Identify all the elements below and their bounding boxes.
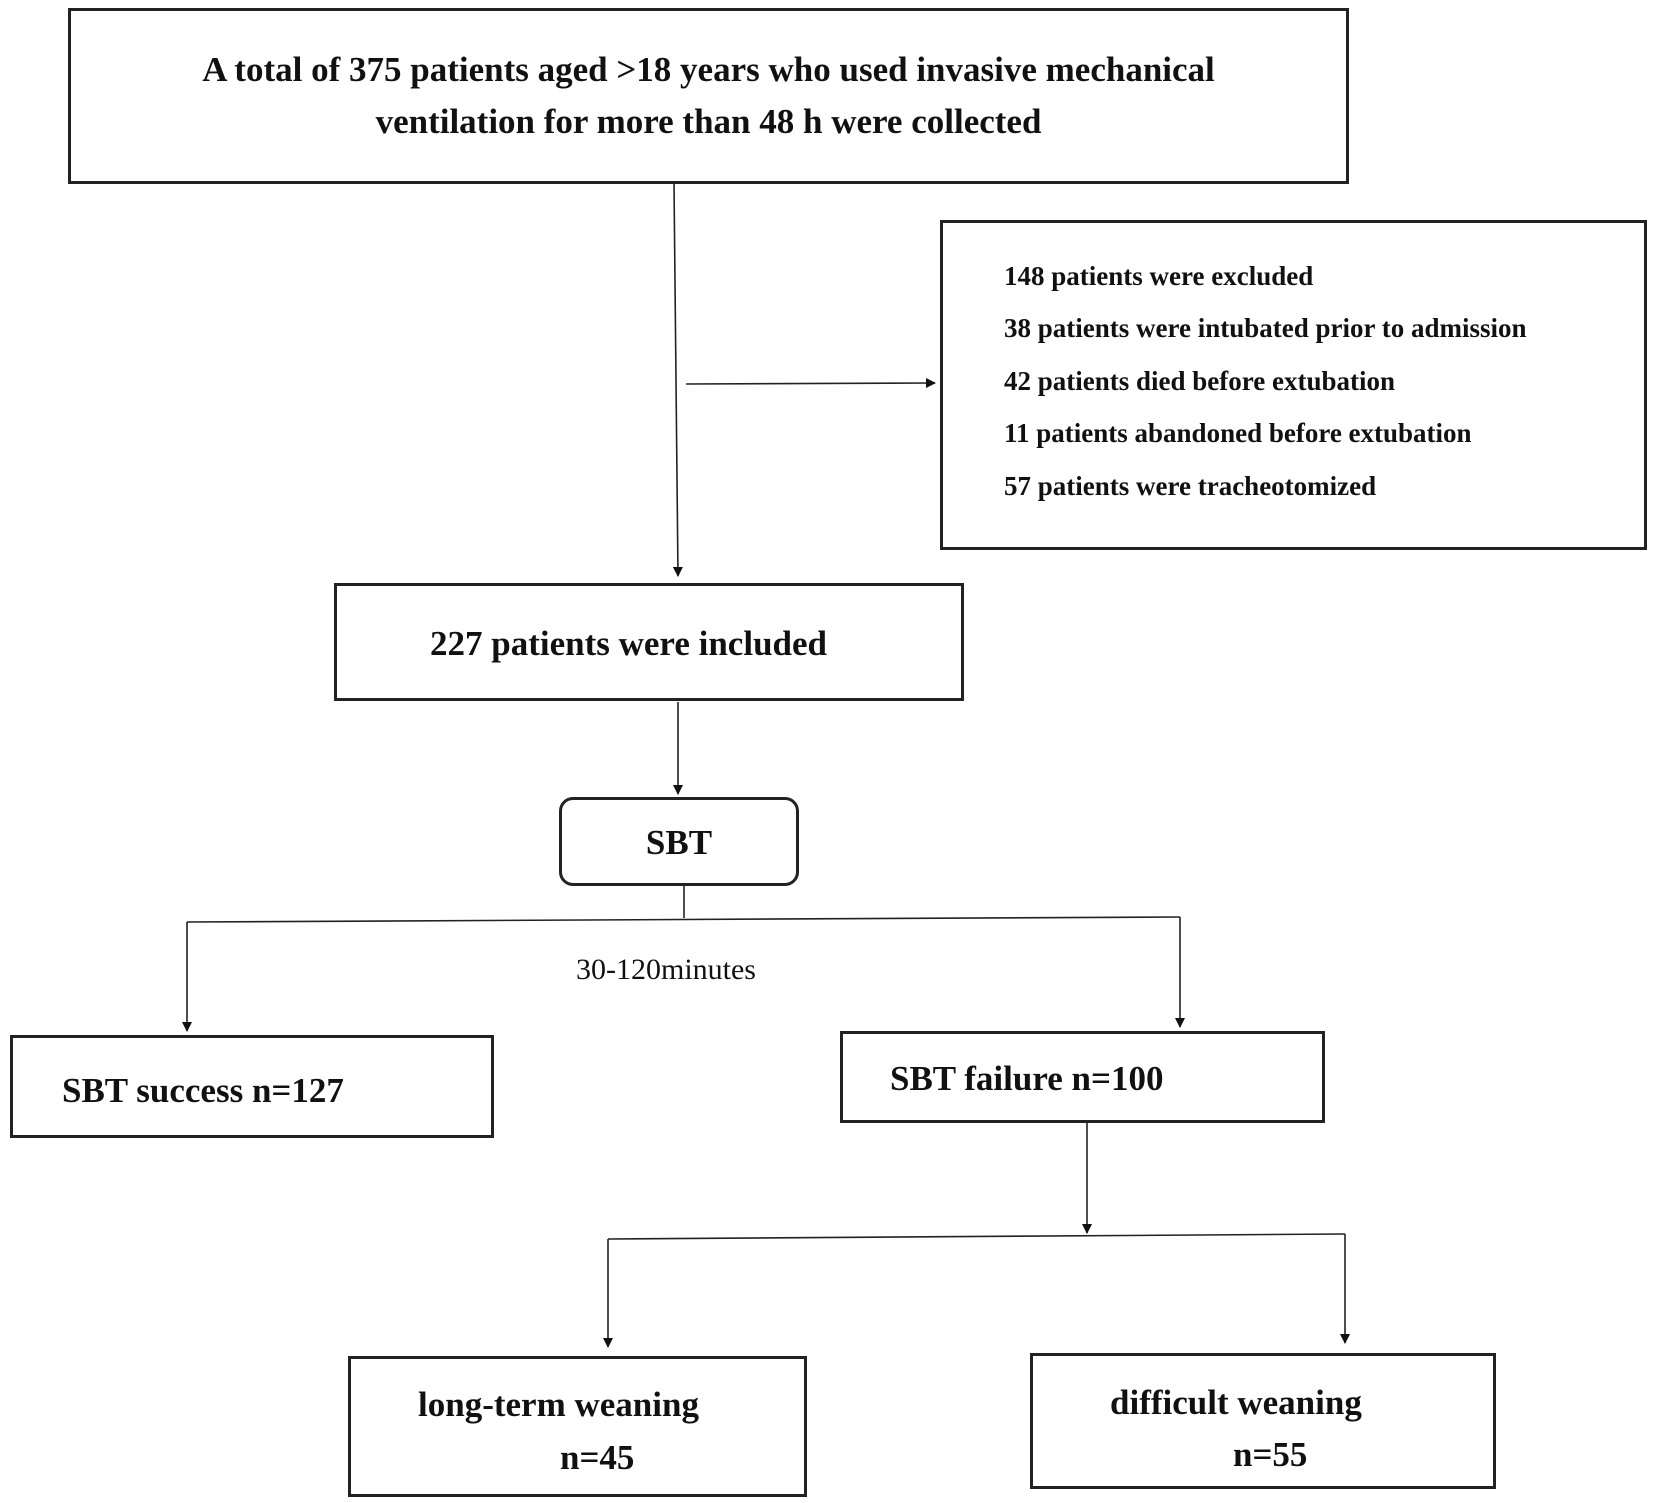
difficult-weaning-label: difficult weaning (1110, 1383, 1362, 1422)
total-patients-line-1: A total of 375 patients aged >18 years w… (202, 50, 1215, 89)
sbt-failure-box (840, 1031, 1325, 1123)
weaning-split-line (607, 1233, 1346, 1240)
long-term-weaning-label: long-term weaning (418, 1385, 699, 1424)
sbt-box (559, 797, 799, 886)
excluded-item-2: 38 patients were intubated prior to admi… (1004, 313, 1527, 343)
total-patients-box (68, 8, 1349, 184)
sbt-failure-label: SBT failure n=100 (890, 1059, 1164, 1098)
difficult-weaning-box (1030, 1353, 1496, 1489)
sbt-label: SBT (645, 823, 713, 862)
excluded-item-4: 11 patients abandoned before extubation (1004, 418, 1472, 448)
duration-label: 30-120minutes (576, 953, 756, 986)
long-term-weaning-count: n=45 (560, 1438, 635, 1477)
arrow-to-excluded (685, 378, 936, 389)
included-label: 227 patients were included (430, 624, 827, 663)
excluded-item-1: 148 patients were excluded (1004, 261, 1314, 291)
excluded-item-5: 57 patients were tracheotomized (1004, 471, 1377, 501)
sbt-success-label: SBT success n=127 (62, 1071, 344, 1110)
included-box (334, 583, 964, 701)
sbt-split-line (186, 916, 1181, 923)
total-patients-line-2: ventilation for more than 48 h were coll… (375, 102, 1042, 141)
excluded-item-3: 42 patients died before extubation (1004, 366, 1396, 396)
long-term-weaning-box (348, 1356, 807, 1497)
arrow-total-to-included (672, 183, 683, 577)
sbt-success-box (10, 1035, 494, 1138)
excluded-box (940, 220, 1647, 550)
difficult-weaning-count: n=55 (1233, 1435, 1308, 1474)
